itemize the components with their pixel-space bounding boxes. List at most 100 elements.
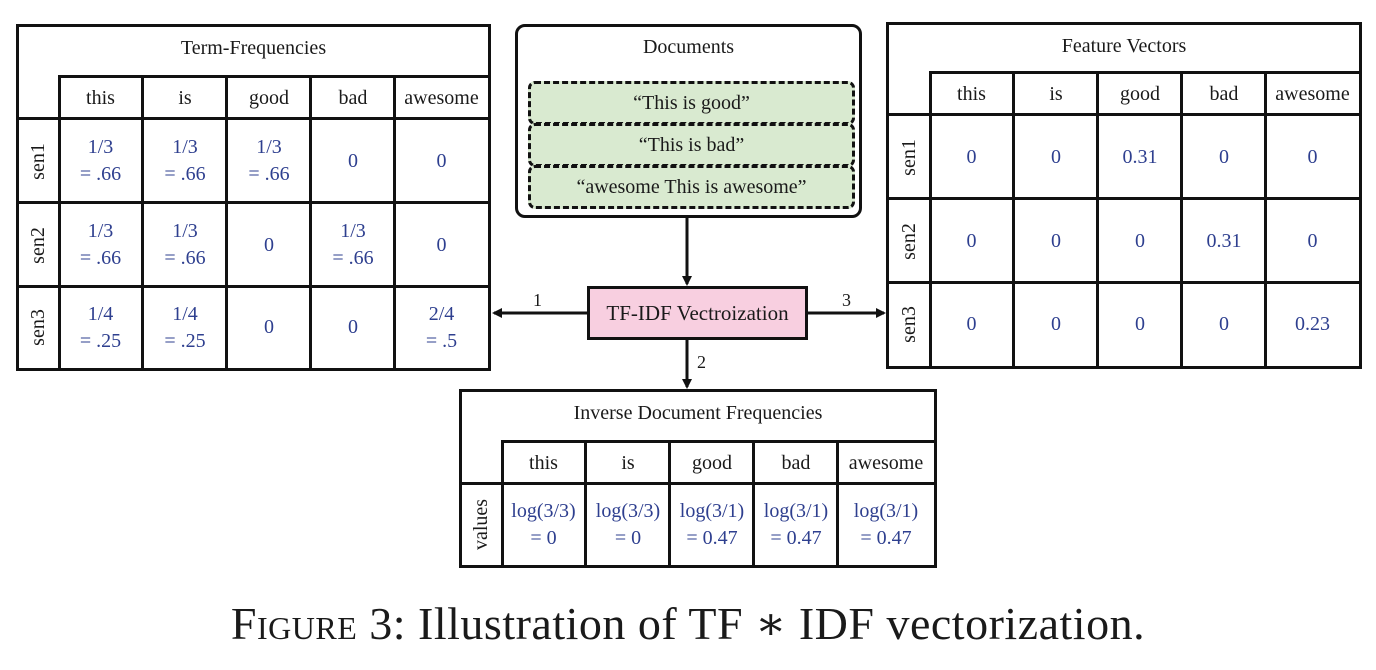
cell-line: 1/3 <box>256 136 282 158</box>
cell-value: 0 <box>1051 311 1061 338</box>
cell-value: 0 <box>1219 144 1229 171</box>
table-cell: 1/3= .66 <box>58 203 143 287</box>
cell-value: log(3/3)= 0 <box>511 498 575 552</box>
cell-line: 0.31 <box>1122 145 1158 168</box>
cell-line: 1/3 <box>172 220 198 242</box>
grid-line <box>836 440 839 565</box>
table-cell: 0 <box>311 119 395 203</box>
cell-line: 0 <box>264 233 274 256</box>
documents-box: Documents “This is good” “This is bad” “… <box>515 24 862 218</box>
cell-line: log(3/3) <box>511 499 576 522</box>
grid-line <box>501 440 504 565</box>
grid-line <box>889 113 1359 116</box>
grid-line <box>584 440 587 565</box>
column-header: awesome <box>848 451 924 474</box>
grid-line <box>1096 71 1099 366</box>
cell-value: 0 <box>437 148 447 175</box>
cell-value: log(3/1)= 0.47 <box>680 498 744 552</box>
caption-text: 3: Illustration of TF ∗ IDF vectorizatio… <box>357 598 1146 649</box>
table-cell: 0 <box>1182 283 1266 366</box>
cell-line: = .25 <box>164 329 206 352</box>
table-cell: 1/3= .66 <box>143 203 227 287</box>
table-cell: 0 <box>929 199 1014 283</box>
cell-value: 0 <box>348 148 358 175</box>
cell-line: 0.23 <box>1295 313 1330 335</box>
column-header: bad <box>781 451 811 474</box>
table-title: Inverse Document Frequencies <box>573 402 823 424</box>
tfidf-label: TF-IDF Vectroization <box>606 300 789 325</box>
column-header: bad <box>1209 82 1239 105</box>
cell-line: 0 <box>966 229 977 252</box>
cell-value: 0 <box>1051 228 1061 255</box>
table-title: Term-Frequencies <box>180 37 327 59</box>
cell-value: 1/3 = .66 <box>248 134 289 188</box>
document-item: “awesome This is awesome” <box>528 165 855 209</box>
cell-value: 0.31 <box>1123 144 1158 171</box>
cell-value: 0 <box>1308 228 1318 255</box>
cell-line: = .5 <box>425 329 458 352</box>
table-cell: 0 <box>929 283 1014 366</box>
cell-line: 2/4 <box>428 302 455 325</box>
grid-line <box>501 440 934 443</box>
cell-line: = .66 <box>164 163 206 185</box>
grid-line <box>462 482 934 485</box>
cell-line: = 0.47 <box>770 526 822 549</box>
cell-value: 1/4= .25 <box>80 301 121 355</box>
cell-value: 1/3= .66 <box>164 218 205 272</box>
cell-line: 1/4 <box>87 302 114 325</box>
cell-line: = .66 <box>248 163 290 185</box>
arrow-label-2: 2 <box>697 352 706 372</box>
documents-title: Documents <box>642 36 735 58</box>
column-header: is <box>178 86 192 109</box>
table-cell: 0.31 <box>1182 199 1266 283</box>
table-cell: log(3/1)= 0.47 <box>838 484 934 565</box>
table-cell: log(3/1)= 0.47 <box>754 484 838 565</box>
table-cell: log(3/1)= 0.47 <box>670 484 754 565</box>
cell-value: log(3/1)= 0.47 <box>764 498 828 552</box>
cell-value: 0 <box>264 314 274 341</box>
cell-value: 1/3= .66 <box>80 218 121 272</box>
table-cell: 0 <box>395 119 488 203</box>
cell-line: 1/3 <box>340 220 366 242</box>
arrow-label-3: 3 <box>842 290 851 310</box>
cell-value: 0 <box>967 228 977 255</box>
table-cell: 1/3 = .66 <box>143 119 227 203</box>
arrow-label-1: 1 <box>533 290 542 310</box>
table-cell: 0 <box>227 287 311 368</box>
table-cell: 2/4 = .5 <box>395 287 488 368</box>
cell-line: 0 <box>1051 229 1061 252</box>
cell-value: 0 <box>1219 311 1229 338</box>
grid-line <box>668 440 671 565</box>
cell-value: 0 <box>348 314 358 341</box>
cell-line: 0 <box>1219 145 1229 168</box>
column-header: awesome <box>1275 82 1350 105</box>
cell-line: 0 <box>1307 145 1318 168</box>
cell-line: 0 <box>1051 145 1061 168</box>
cell-value: 0 <box>967 144 977 171</box>
column-header: bad <box>338 86 368 109</box>
column-header: this <box>957 82 986 105</box>
cell-line: = 0.47 <box>860 526 912 549</box>
cell-value: 1/3 = .66 <box>80 134 121 188</box>
cell-line: log(3/3) <box>595 499 661 522</box>
table-title: Feature Vectors <box>1061 35 1187 57</box>
cell-line: = 0 <box>614 526 642 549</box>
cell-line: 1/3 <box>172 136 198 158</box>
grid-line <box>889 197 1359 200</box>
grid-line <box>19 117 488 120</box>
table-cell: 0 <box>395 203 488 287</box>
cell-value: log(3/3) = 0 <box>596 498 660 552</box>
cell-line: 1/3 <box>87 136 114 158</box>
table-cell: 1/3 = .66 <box>227 119 311 203</box>
grid-line <box>752 440 755 565</box>
cell-value: 2/4 = .5 <box>426 301 457 355</box>
cell-line: = .66 <box>79 163 122 185</box>
cell-line: 0 <box>348 149 358 172</box>
column-header: good <box>692 451 732 474</box>
grid-line <box>58 75 488 78</box>
cell-line: 0 <box>1307 229 1318 252</box>
grid-line <box>393 75 396 368</box>
